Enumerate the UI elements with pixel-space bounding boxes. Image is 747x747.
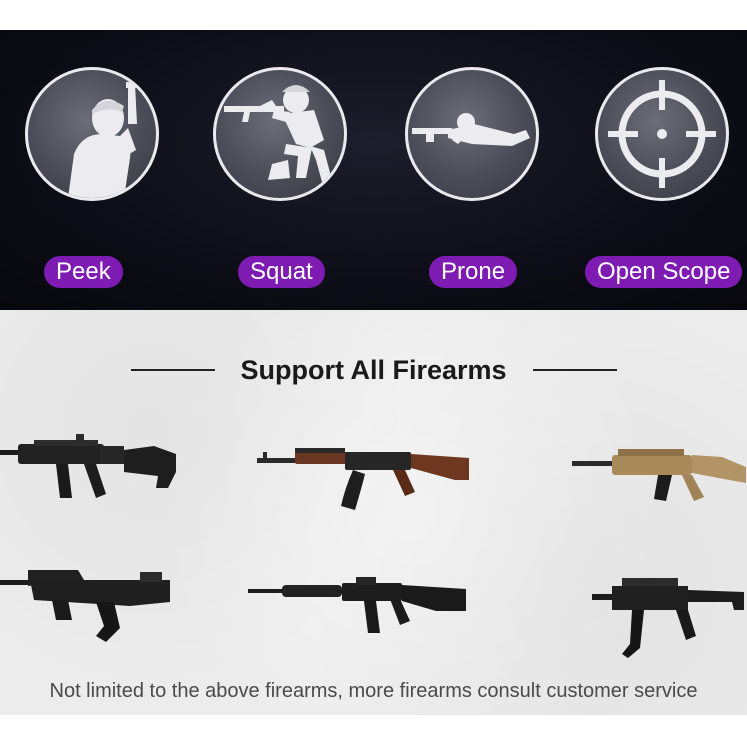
m16-rifle-icon (248, 577, 466, 633)
akm-rifle-icon (257, 448, 469, 510)
squat-icon (213, 67, 347, 201)
prone-icon (405, 67, 539, 201)
crosshair-icon (595, 67, 729, 201)
footer-note: Not limited to the above firearms, more … (49, 680, 698, 702)
open-scope-label[interactable]: Open Scope (585, 256, 743, 288)
action-peek: Peek (18, 67, 168, 297)
action-prone: Prone (398, 67, 548, 297)
firearms-panel (0, 310, 747, 715)
actions-panel: Peek Squat (0, 30, 747, 310)
squat-label[interactable]: Squat (238, 256, 325, 288)
title-rule-left (131, 369, 215, 371)
prone-label[interactable]: Prone (429, 256, 518, 288)
top-margin (0, 0, 747, 30)
m416-rifle-icon (0, 434, 176, 498)
title-rule-right (533, 369, 617, 371)
ump-smg-icon (592, 578, 744, 658)
section-title: Support All Firearms (240, 355, 507, 385)
action-open-scope: Open Scope (585, 67, 743, 297)
action-squat: Squat (206, 67, 356, 297)
scar-rifle-icon (572, 449, 746, 501)
qbz-rifle-icon (0, 570, 170, 642)
peek-label[interactable]: Peek (44, 256, 123, 288)
bottom-margin (0, 715, 747, 747)
peek-icon (25, 67, 159, 201)
